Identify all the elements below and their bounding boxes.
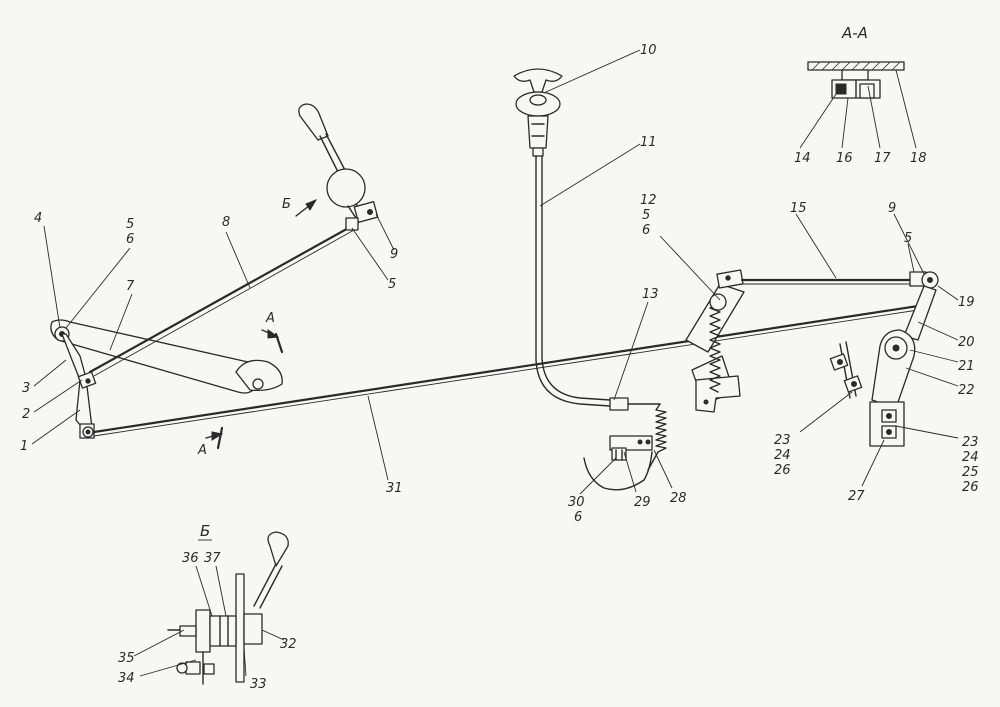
part-labels: 4 5 6 7 8 3 2 1 9 5 10 11 12 5 6 13 15 9… [20, 43, 979, 692]
label-16: 16 [836, 151, 853, 166]
label-6: 6 [642, 223, 650, 238]
label-10: 10 [640, 43, 657, 58]
label-13: 13 [642, 287, 659, 302]
section-aa-view: А-А [807, 24, 905, 99]
pedal-bracket [61, 333, 97, 439]
label-24: 24 [962, 450, 979, 465]
svg-text:А: А [265, 311, 275, 326]
label-17: 17 [874, 151, 891, 166]
label-19: 19 [958, 295, 975, 310]
label-6: 6 [574, 510, 582, 525]
label-36: 36 [182, 551, 199, 566]
label-23: 23 [962, 435, 979, 450]
label-12: 12 [640, 193, 657, 208]
label-26: 26 [774, 463, 791, 478]
label-31: 31 [386, 481, 403, 496]
label-6: 6 [126, 232, 134, 247]
label-14: 14 [794, 151, 811, 166]
svg-text:Б: Б [282, 197, 291, 212]
section-b-view: Б [167, 522, 289, 685]
label-34: 34 [118, 671, 135, 686]
label-25: 25 [962, 465, 979, 480]
hand-lever [298, 103, 379, 231]
label-33: 33 [250, 677, 267, 692]
label-11: 11 [640, 135, 657, 150]
label-20: 20 [958, 335, 975, 350]
label-5: 5 [904, 231, 912, 246]
right-lever [829, 271, 939, 409]
cable-11 [535, 155, 661, 411]
bracket-27 [869, 401, 905, 447]
label-35: 35 [118, 651, 135, 666]
label-15: 15 [790, 201, 807, 216]
label-29: 29 [634, 495, 651, 510]
label-24: 24 [774, 448, 791, 463]
label-5: 5 [642, 208, 650, 223]
label-8: 8 [222, 215, 230, 230]
label-3: 3 [22, 381, 30, 396]
svg-text:А: А [197, 443, 207, 458]
label-32: 32 [280, 637, 297, 652]
label-22: 22 [958, 383, 975, 398]
section-a-marker-top: А [261, 311, 284, 354]
label-2: 2 [22, 407, 30, 422]
spring-bracket-12 [685, 269, 745, 413]
label-5: 5 [388, 277, 396, 292]
label-9: 9 [390, 247, 398, 262]
label-7: 7 [126, 279, 135, 294]
throttle-knob-10 [513, 68, 563, 157]
label-28: 28 [670, 491, 687, 506]
label-4: 4 [34, 211, 42, 226]
label-37: 37 [204, 551, 221, 566]
label-21: 21 [958, 359, 975, 374]
label-1: 1 [20, 439, 28, 454]
leader-lines [31, 49, 959, 677]
section-a-marker-bottom: А [197, 426, 224, 458]
label-9: 9 [888, 201, 896, 216]
label-18: 18 [910, 151, 927, 166]
label-23: 23 [774, 433, 791, 448]
label-26: 26 [962, 480, 979, 495]
stop-29 [583, 435, 653, 491]
svg-text:Б: Б [200, 522, 210, 540]
pedal-lever-7 [50, 319, 283, 394]
spring-28 [647, 403, 667, 471]
svg-text:А-А: А-А [841, 24, 868, 42]
rod-31 [92, 304, 920, 434]
section-b-arrow: Б [282, 197, 318, 217]
label-27: 27 [848, 489, 865, 504]
label-5: 5 [126, 217, 134, 232]
label-30: 30 [568, 495, 585, 510]
rod-8 [88, 224, 354, 374]
